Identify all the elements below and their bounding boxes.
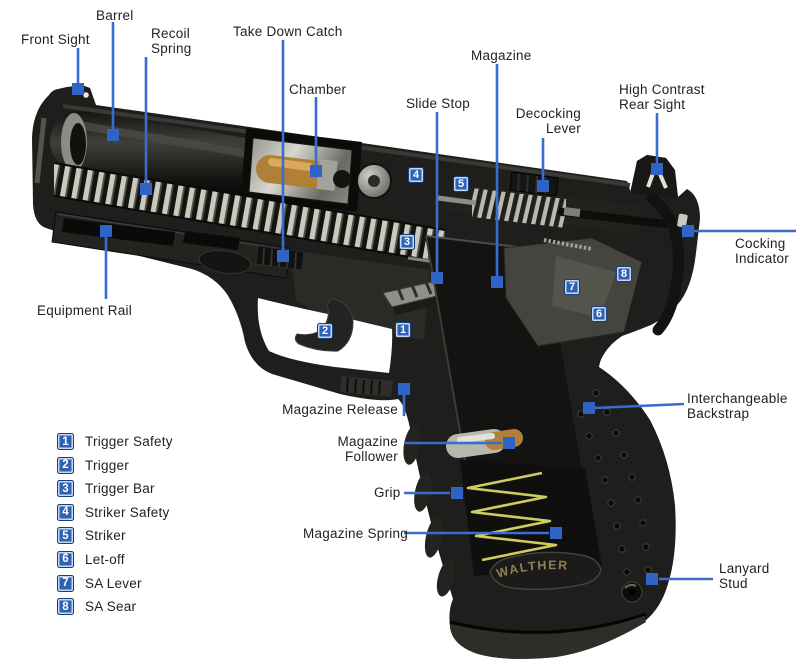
leader-square-rear-sight xyxy=(651,163,663,175)
legend-square-2: 2 xyxy=(57,456,74,474)
leader-square-slide-stop xyxy=(431,272,443,284)
marker-7-sa-lever: 7 xyxy=(564,279,580,295)
label-recoil-spring: Recoil Spring xyxy=(151,26,192,57)
legend-row: 5 Striker xyxy=(57,527,173,545)
leader-square-grip xyxy=(451,487,463,499)
backstrap-texture xyxy=(577,389,652,598)
legend-square-8: 8 xyxy=(57,598,74,616)
leader-square-magazine xyxy=(491,276,503,288)
legend-row: 7 SA Lever xyxy=(57,574,173,592)
leader-square-backstrap xyxy=(583,402,595,414)
legend-row: 2 Trigger xyxy=(57,456,173,474)
leader-square-magazine-release xyxy=(398,383,410,395)
legend-label-6: Let-off xyxy=(85,551,125,567)
legend-square-7: 7 xyxy=(57,574,74,592)
chambered-cartridge xyxy=(256,155,325,188)
marker-4-striker-safety: 4 xyxy=(408,167,424,183)
label-cocking-indicator: Cocking Indicator xyxy=(735,236,790,267)
legend-label-8: SA Sear xyxy=(85,599,137,615)
rear-sight-part xyxy=(630,155,678,197)
label-chamber: Chamber xyxy=(289,82,347,97)
label-grip: Grip xyxy=(374,485,401,500)
legend-label-1: Trigger Safety xyxy=(85,434,173,449)
leader-square-magazine-follower xyxy=(503,437,515,449)
legend-label-5: Striker xyxy=(85,528,126,544)
legend-row: 8 SA Sear xyxy=(57,598,173,616)
front-sight-dot xyxy=(83,92,89,98)
leader-backstrap xyxy=(593,402,685,410)
walther-banner: WALTHER xyxy=(489,551,602,591)
label-front-sight: Front Sight xyxy=(21,32,90,47)
label-lanyard-stud: Lanyard Stud xyxy=(719,561,770,592)
marker-1-trigger-safety: 1 xyxy=(395,322,411,338)
label-interchangeable-backstrap: Interchangeable Backstrap xyxy=(687,391,788,422)
marker-6-let-off: 6 xyxy=(591,306,607,322)
leader-square-front-sight xyxy=(72,83,84,95)
callout-leader-lines xyxy=(72,22,796,585)
sear-spring xyxy=(543,238,593,251)
legend: 1 Trigger Safety 2 Trigger 3 Trigger Bar… xyxy=(57,433,173,616)
legend-square-4: 4 xyxy=(57,503,74,521)
label-magazine: Magazine xyxy=(471,48,532,63)
label-decocking-lever: Decocking Lever xyxy=(515,106,581,137)
leader-square-chamber xyxy=(310,165,322,177)
striker-spring xyxy=(472,188,566,228)
legend-label-2: Trigger xyxy=(85,457,130,473)
legend-square-6: 6 xyxy=(57,550,74,568)
legend-square-5: 5 xyxy=(57,527,74,545)
legend-row: 1 Trigger Safety xyxy=(57,433,173,450)
legend-label-4: Striker Safety xyxy=(85,504,170,520)
label-high-contrast-rear-sight: High Contrast Rear Sight xyxy=(619,82,705,113)
label-equipment-rail: Equipment Rail xyxy=(37,303,133,318)
leader-square-take-down-catch xyxy=(277,250,289,262)
label-magazine-release: Magazine Release xyxy=(282,402,398,417)
legend-row: 3 Trigger Bar xyxy=(57,480,173,498)
trigger-part xyxy=(294,298,354,352)
leader-square-lanyard-stud xyxy=(646,573,658,585)
cocking-indicator-part xyxy=(646,192,688,336)
legend-square-3: 3 xyxy=(57,480,74,498)
chamber-cutaway xyxy=(241,128,392,212)
magazine-base-plate xyxy=(449,612,647,659)
marker-2-trigger: 2 xyxy=(317,323,333,339)
leader-square-equipment-rail xyxy=(100,225,112,237)
leader-square-recoil-spring xyxy=(140,183,152,195)
legend-square-1: 1 xyxy=(57,433,74,450)
legend-row: 4 Striker Safety xyxy=(57,503,173,521)
striker-assembly xyxy=(437,183,670,234)
label-magazine-spring: Magazine Spring xyxy=(303,526,409,541)
leader-square-magazine-spring xyxy=(550,527,562,539)
label-take-down-catch: Take Down Catch xyxy=(233,24,343,39)
label-slide-stop: Slide Stop xyxy=(406,96,471,111)
label-barrel: Barrel xyxy=(96,8,134,23)
marker-5-striker: 5 xyxy=(453,176,469,192)
legend-label-7: SA Lever xyxy=(85,575,142,591)
muzzle-edge-highlight xyxy=(34,117,47,184)
magazine-spring-coil xyxy=(466,471,558,562)
leader-square-decocking-lever xyxy=(537,180,549,192)
lanyard-stud-part xyxy=(621,581,643,603)
legend-row: 6 Let-off xyxy=(57,550,173,568)
leader-square-cocking-indicator xyxy=(682,225,694,237)
leader-square-barrel xyxy=(107,129,119,141)
marker-3-trigger-bar: 3 xyxy=(399,234,415,250)
label-magazine-follower: Magazine Follower xyxy=(337,434,398,465)
marker-8-sa-sear: 8 xyxy=(616,266,632,282)
legend-label-3: Trigger Bar xyxy=(85,481,155,497)
